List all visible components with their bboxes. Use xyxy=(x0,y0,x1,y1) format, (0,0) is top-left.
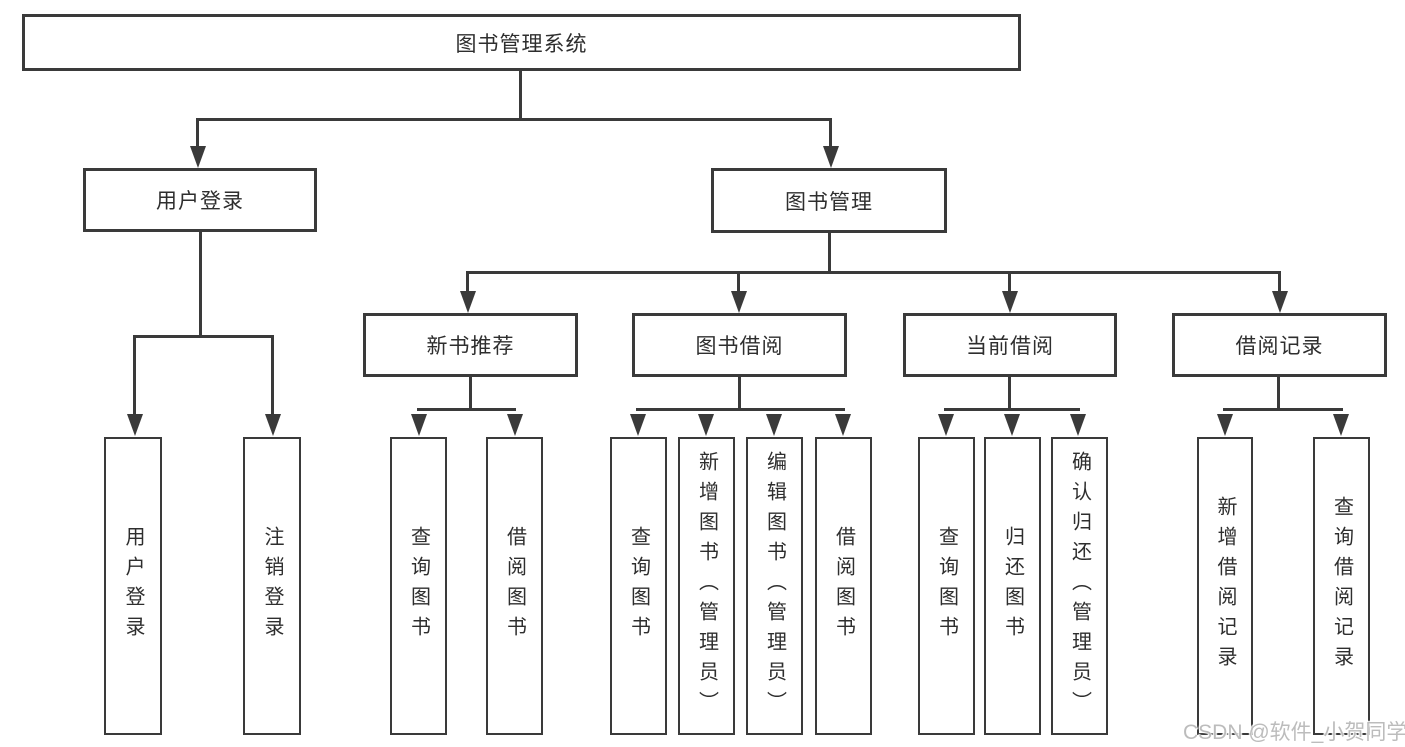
node-borrowing-records-label: 借阅记录 xyxy=(1235,335,1324,358)
leaf-borrowing-add-books-admin-label: 新增图书（管理员） xyxy=(695,451,718,721)
node-root-label: 图书管理系统 xyxy=(455,32,588,56)
arrowhead-to-current-confirm xyxy=(1070,414,1086,436)
leaf-records-add-record: 新增借阅记录 xyxy=(1197,437,1253,735)
node-user-login-label: 用户登录 xyxy=(156,190,244,213)
node-book-management: 图书管理 xyxy=(711,168,947,233)
connector-bookmgmt-drop-3 xyxy=(1008,271,1011,293)
connector-root-hbar xyxy=(196,118,832,121)
connector-recommend-stem xyxy=(469,377,472,410)
arrowhead-to-user-login xyxy=(190,146,206,168)
leaf-records-query-record-label: 查询借阅记录 xyxy=(1330,496,1353,676)
connector-bookmgmt-drop-2 xyxy=(737,271,740,293)
leaf-current-query-books-label: 查询图书 xyxy=(935,526,958,646)
leaf-records-query-record: 查询借阅记录 xyxy=(1313,437,1370,735)
arrowhead-to-book-management xyxy=(823,146,839,168)
leaf-records-add-record-label: 新增借阅记录 xyxy=(1214,496,1236,676)
arrowhead-to-current-borrowing xyxy=(1002,291,1018,313)
arrowhead-to-records-add xyxy=(1217,414,1233,436)
connector-current-hbar xyxy=(944,408,1080,411)
leaf-borrowing-edit-books-admin-label: 编辑图书（管理员） xyxy=(763,451,786,721)
leaf-current-confirm-return-admin-label: 确认归还（管理员） xyxy=(1068,451,1091,721)
node-book-management-label: 图书管理 xyxy=(785,190,873,214)
leaf-recommend-borrow-books-label: 借阅图书 xyxy=(503,526,526,646)
node-new-book-recommend-label: 新书推荐 xyxy=(426,335,515,358)
connector-root-stem xyxy=(519,71,522,121)
connector-records-stem xyxy=(1277,377,1280,410)
connector-records-hbar xyxy=(1223,408,1343,411)
connector-root-right-drop xyxy=(829,118,832,148)
connector-borrowing-stem xyxy=(738,377,741,410)
leaf-user-login-label: 用户登录 xyxy=(122,526,144,646)
node-current-borrowing-label: 当前借阅 xyxy=(966,335,1054,358)
connector-userlogin-left-drop xyxy=(133,335,136,415)
node-current-borrowing: 当前借阅 xyxy=(903,313,1117,377)
arrowhead-to-current-query xyxy=(938,414,954,436)
leaf-recommend-query-books: 查询图书 xyxy=(390,437,447,735)
leaf-borrowing-borrow-books: 借阅图书 xyxy=(815,437,872,735)
leaf-user-login: 用户登录 xyxy=(104,437,162,735)
leaf-logout-label: 注销登录 xyxy=(261,526,283,646)
arrowhead-to-borrowing-query xyxy=(630,414,646,436)
connector-borrowing-hbar xyxy=(636,408,845,411)
leaf-borrowing-add-books-admin: 新增图书（管理员） xyxy=(678,437,735,735)
leaf-current-confirm-return-admin: 确认归还（管理员） xyxy=(1051,437,1108,735)
arrowhead-to-current-return xyxy=(1004,414,1020,436)
connector-bookmgmt-stem xyxy=(828,233,831,273)
node-book-borrowing: 图书借阅 xyxy=(632,313,847,377)
leaf-recommend-query-books-label: 查询图书 xyxy=(407,526,430,646)
node-root-library-system: 图书管理系统 xyxy=(22,14,1021,71)
arrowhead-to-leaf-logout xyxy=(265,414,281,436)
arrowhead-to-leaf-user-login xyxy=(127,414,143,436)
connector-recommend-hbar xyxy=(417,408,516,411)
connector-bookmgmt-drop-1 xyxy=(466,271,469,293)
node-user-login: 用户登录 xyxy=(83,168,317,232)
leaf-current-query-books: 查询图书 xyxy=(918,437,975,735)
connector-bookmgmt-hbar xyxy=(466,271,1280,274)
leaf-recommend-borrow-books: 借阅图书 xyxy=(486,437,543,735)
connector-root-left-drop xyxy=(196,118,199,148)
node-borrowing-records: 借阅记录 xyxy=(1172,313,1387,377)
leaf-borrowing-edit-books-admin: 编辑图书（管理员） xyxy=(746,437,803,735)
connector-bookmgmt-drop-4 xyxy=(1278,271,1281,293)
leaf-borrowing-borrow-books-label: 借阅图书 xyxy=(832,526,855,646)
arrowhead-to-new-book-recommend xyxy=(460,291,476,313)
arrowhead-to-borrowing-records xyxy=(1272,291,1288,313)
node-new-book-recommend: 新书推荐 xyxy=(363,313,578,377)
csdn-watermark: CSDN @软件_小贺同学 xyxy=(1183,721,1405,744)
arrowhead-to-recommend-query xyxy=(411,414,427,436)
arrowhead-to-borrowing-edit xyxy=(766,414,782,436)
leaf-borrowing-query-books-label: 查询图书 xyxy=(627,526,650,646)
leaf-current-return-books-label: 归还图书 xyxy=(1001,526,1024,646)
connector-userlogin-stem xyxy=(199,232,202,337)
arrowhead-to-borrowing-borrow xyxy=(835,414,851,436)
connector-current-stem xyxy=(1008,377,1011,410)
connector-userlogin-right-drop xyxy=(271,335,274,415)
node-book-borrowing-label: 图书借阅 xyxy=(695,335,784,358)
arrowhead-to-book-borrowing xyxy=(731,291,747,313)
arrowhead-to-borrowing-add xyxy=(698,414,714,436)
arrowhead-to-records-query xyxy=(1333,414,1349,436)
leaf-logout: 注销登录 xyxy=(243,437,301,735)
leaf-current-return-books: 归还图书 xyxy=(984,437,1041,735)
connector-userlogin-hbar xyxy=(133,335,274,338)
arrowhead-to-recommend-borrow xyxy=(507,414,523,436)
leaf-borrowing-query-books: 查询图书 xyxy=(610,437,667,735)
